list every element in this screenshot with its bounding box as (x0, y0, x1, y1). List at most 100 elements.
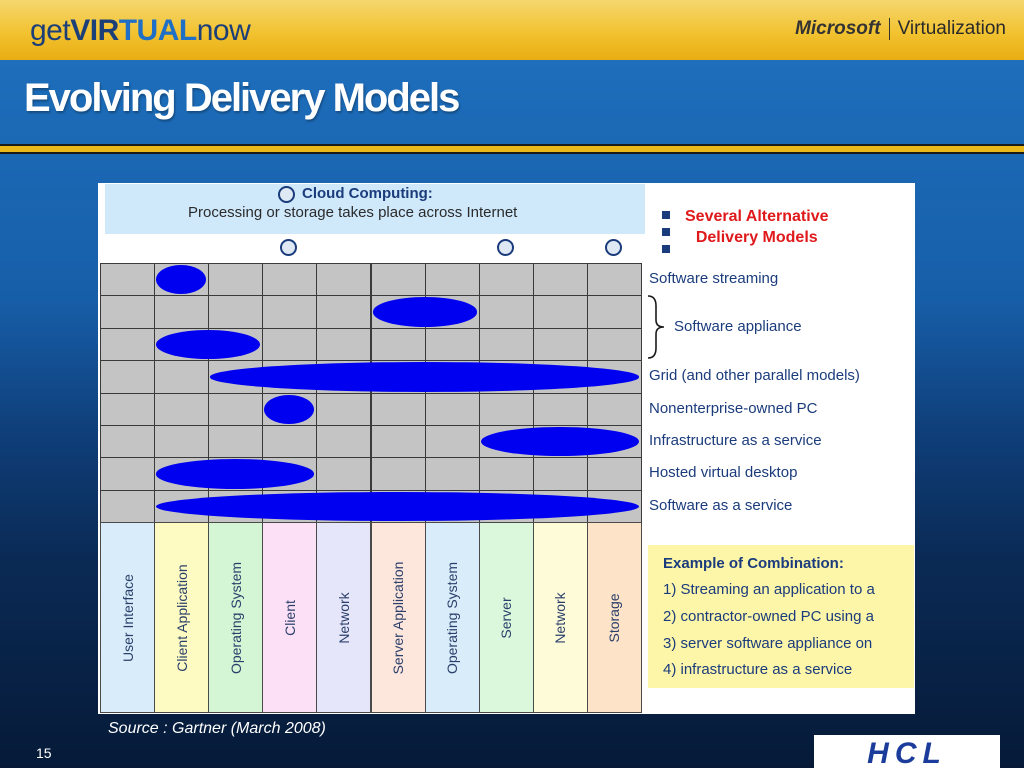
row-label: Hosted virtual desktop (649, 464, 798, 482)
grid-cell (532, 457, 588, 491)
layer-column: Server (478, 522, 534, 713)
bullet-square-icon (662, 211, 670, 219)
grid-cell (316, 327, 372, 362)
cloud-title: Cloud Computing: (302, 185, 433, 202)
model-span-blob (156, 329, 261, 360)
grid-cell (100, 327, 156, 362)
layer-column: Network (316, 522, 372, 713)
grid-cell (478, 295, 534, 329)
model-span-blob (156, 265, 207, 295)
grid-cell (532, 263, 588, 297)
grid-cell (586, 327, 642, 362)
grid-cell (100, 392, 156, 426)
grid-cell (586, 263, 642, 297)
grid-cell (478, 392, 534, 426)
grid-cell (370, 457, 426, 491)
grid-cell (154, 360, 210, 394)
layer-column: Network (532, 522, 588, 713)
combination-line: 4) infrastructure as a service (663, 661, 853, 678)
layer-column: Operating System (208, 522, 264, 713)
cloud-subtitle: Processing or storage takes place across… (188, 204, 518, 221)
grid-cell (262, 263, 318, 297)
layer-column-label: Operating System (227, 561, 244, 674)
row-label: Nonenterprise-owned PC (649, 399, 818, 417)
layer-column-label: Server (498, 596, 515, 639)
brace-icon (647, 295, 665, 359)
software-appliance-label: Software appliance (674, 318, 802, 335)
grid-cell (370, 263, 426, 297)
grid-cell (424, 392, 480, 426)
page-number: 15 (36, 745, 52, 761)
grid-cell (316, 425, 372, 459)
grid-cell (532, 392, 588, 426)
grid-cell (262, 327, 318, 362)
model-span-blob (372, 297, 477, 327)
grid-cell (424, 457, 480, 491)
grid-cell (100, 489, 156, 524)
grid-cell (478, 263, 534, 297)
cloud-marker-circle-icon (496, 239, 514, 256)
grid-cell (154, 295, 210, 329)
grid-cell (262, 425, 318, 459)
layer-column: Client Application (154, 522, 210, 713)
grid-cell (478, 327, 534, 362)
grid-cell (100, 360, 156, 394)
combination-line: 1) Streaming an application to a (663, 581, 875, 598)
row-label: Software as a service (649, 496, 793, 514)
combination-line: 3) server software appliance on (663, 635, 873, 652)
bullet-square-icon (662, 228, 670, 236)
grid-cell (532, 295, 588, 329)
cloud-computing-box (105, 184, 645, 234)
grid-cell (100, 295, 156, 329)
layer-column: Server Application (370, 522, 426, 713)
grid-cell (478, 457, 534, 491)
layer-column: User Interface (100, 522, 156, 713)
title-divider (0, 144, 1024, 154)
grid-cell (208, 425, 264, 459)
source-citation: Source : Gartner (March 2008) (108, 720, 326, 737)
combination-box: Example of Combination: 1) Streaming an … (648, 545, 914, 688)
grid-cell (100, 263, 156, 297)
grid-cell (424, 327, 480, 362)
getvirtualnow-logo: getVIRTUALnow (30, 14, 251, 47)
layer-column-label: Network (335, 591, 352, 644)
layer-column-label: Client Application (173, 563, 190, 672)
grid-cell (100, 457, 156, 491)
row-label: Software streaming (649, 270, 779, 287)
hcl-logo: HCL (814, 735, 1000, 768)
grid-cell (208, 392, 264, 426)
layer-column-label: Server Application (390, 561, 407, 674)
layer-column: Operating System (424, 522, 480, 713)
layer-column-label: Operating System (444, 561, 461, 674)
alternatives-title: Several Alternative Delivery Models (685, 208, 829, 246)
grid-cell (316, 295, 372, 329)
grid-cell (208, 295, 264, 329)
cloud-marker-circle-icon (280, 239, 298, 256)
row-label: Infrastructure as a service (649, 432, 822, 449)
model-span-blob (156, 491, 639, 522)
grid-cell (316, 457, 372, 491)
cloud-marker-circle-icon (604, 239, 622, 256)
grid-cell (100, 425, 156, 459)
grid-cell (208, 263, 264, 297)
layer-column-label: Client (281, 599, 298, 636)
grid-cell (316, 263, 372, 297)
grid-cell (262, 295, 318, 329)
grid-cell (370, 425, 426, 459)
layer-column-label: User Interface (119, 573, 136, 662)
cloud-circle-icon (278, 186, 295, 203)
grid-cell (316, 392, 372, 426)
bullet-square-icon (662, 245, 670, 253)
grid-cell (154, 425, 210, 459)
grid-cell (424, 263, 480, 297)
model-span-blob (264, 394, 315, 424)
slide-title: Evolving Delivery Models (24, 76, 460, 120)
layer-column: Client (262, 522, 318, 713)
grid-cell (586, 457, 642, 491)
model-span-blob (210, 362, 639, 392)
grid-cell (424, 425, 480, 459)
model-span-blob (156, 459, 315, 489)
grid-cell (532, 327, 588, 362)
